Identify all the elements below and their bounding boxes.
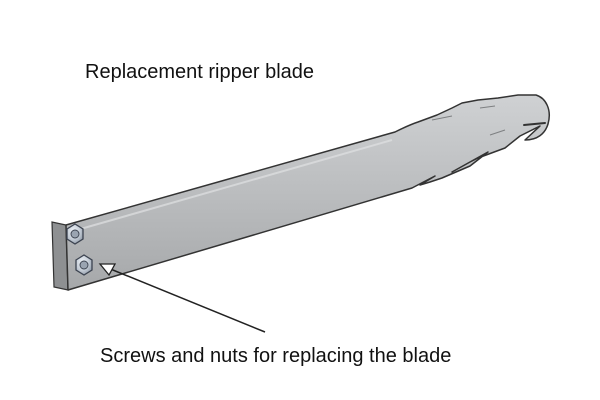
hex-nut-lower [75, 254, 93, 276]
blade-highlight [69, 139, 393, 233]
callout-label: Screws and nuts for replacing the blade [100, 345, 452, 367]
hex-nut-upper [66, 223, 84, 245]
blade-notch-lines [431, 105, 506, 136]
ripper-blade [65, 94, 550, 291]
title-label: Replacement ripper blade [85, 61, 315, 83]
callout-arrow [98, 263, 266, 333]
blade-tip-slot [523, 122, 546, 126]
